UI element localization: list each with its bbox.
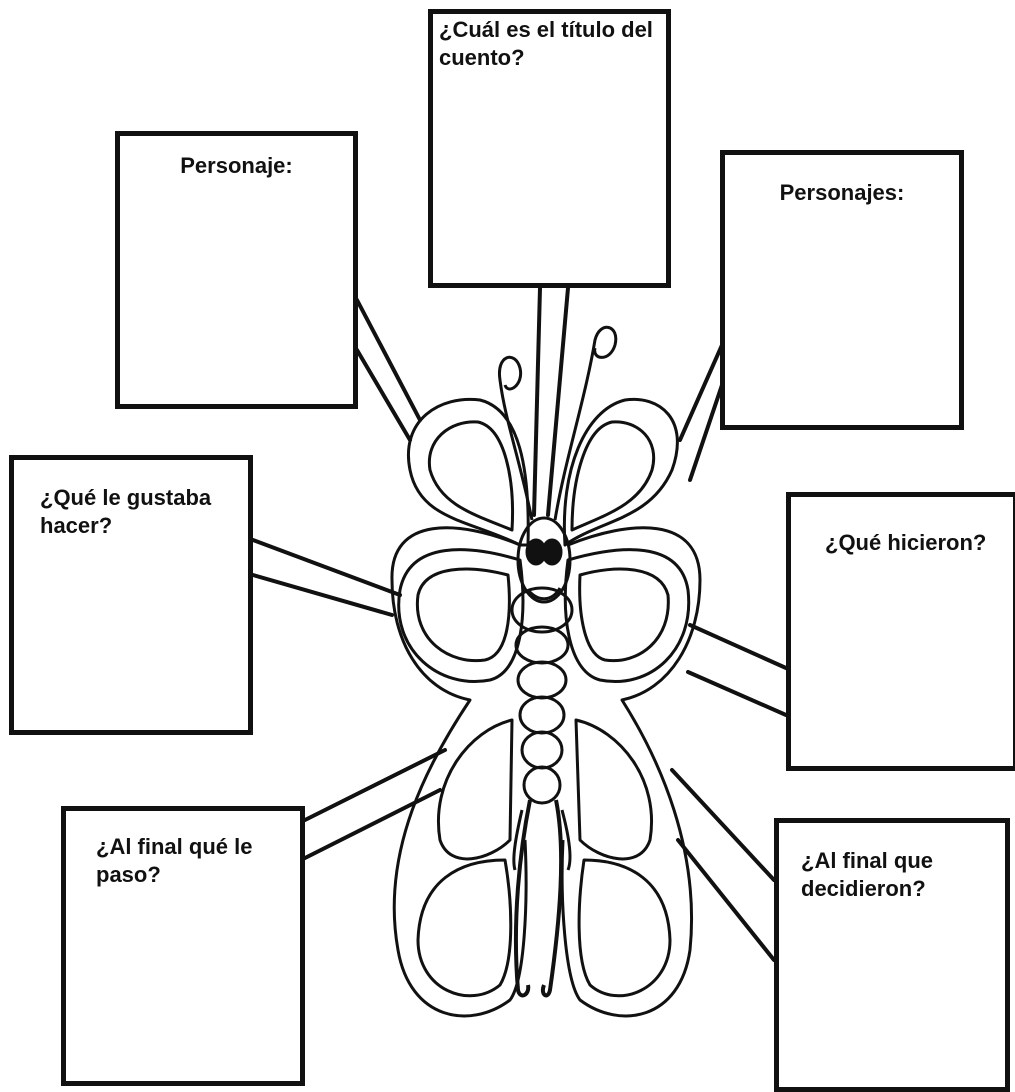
- story-title-box[interactable]: ¿Cuál es el título del cuento?: [428, 9, 671, 288]
- butterfly-icon: [392, 327, 700, 1016]
- connector-character: [357, 300, 420, 440]
- characters-label: Personajes:: [725, 179, 959, 207]
- what-happened-end-box[interactable]: ¿Al final qué le paso?: [61, 806, 305, 1086]
- liked-to-do-box[interactable]: ¿Qué le gustaba hacer?: [9, 455, 253, 735]
- what-they-decided-question: ¿Al final que decidieron?: [801, 847, 933, 903]
- character-label: Personaje:: [120, 152, 353, 180]
- story-title-question: ¿Cuál es el título del cuento?: [439, 16, 653, 72]
- connector-liked: [253, 540, 400, 615]
- character-box[interactable]: Personaje:: [115, 131, 358, 409]
- connector-end: [305, 750, 445, 858]
- connector-did: [688, 625, 786, 715]
- characters-box[interactable]: Personajes:: [720, 150, 964, 430]
- connector-characters: [680, 345, 722, 480]
- liked-to-do-question: ¿Qué le gustaba hacer?: [40, 484, 211, 540]
- what-they-decided-box[interactable]: ¿Al final que decidieron?: [774, 818, 1010, 1092]
- what-they-did-question: ¿Qué hicieron?: [825, 529, 986, 557]
- what-they-did-box[interactable]: ¿Qué hicieron?: [786, 492, 1015, 771]
- what-happened-end-question: ¿Al final qué le paso?: [96, 833, 252, 889]
